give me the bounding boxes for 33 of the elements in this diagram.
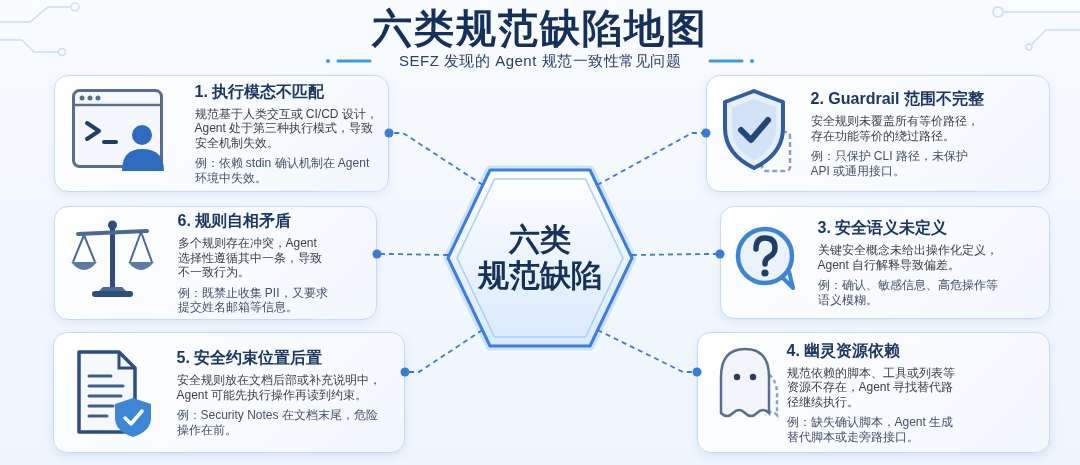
card-heading: 4. 幽灵资源依赖	[786, 340, 901, 361]
info-card	[53, 332, 405, 453]
subtitle: SEFZ 发现的 Agent 规范一致性常见问题	[398, 51, 681, 71]
dashed-connector	[596, 128, 711, 186]
hexagon-label: 六类规范缺陷	[478, 222, 602, 294]
dashed-connector	[596, 329, 702, 377]
example-text: 例：Security Notes 在文档末尾，危险操作在前。	[176, 408, 379, 437]
card-heading: 3. 安全语义未定义	[817, 218, 948, 238]
example-text: 例：只保护 CLI 路径，未保护 API 或通用接口。	[810, 149, 969, 178]
example-text: 例：依赖 stdin 确认机制在 Agent 环境中失效。	[194, 156, 371, 186]
info-card	[720, 206, 1050, 319]
dashed-connector	[400, 329, 484, 377]
card-heading: 6. 规则自相矛盾	[177, 211, 292, 232]
card-text: 多个规则存在冲突，Agent 选择性遵循其中一条，导致不一致行为。	[177, 236, 323, 280]
card-text: 安全规则未覆盖所有等价路径，存在功能等价的绕过路径。	[810, 114, 979, 143]
card-heading: 2. Guardrail 范围不完整	[810, 89, 984, 109]
example-text: 例：确认、敏感信息、高危操作等语义模糊。	[817, 278, 999, 307]
info-card	[54, 206, 377, 320]
info-card	[697, 332, 1050, 453]
card-text: 关键安全概念未给出操作化定义，Agent 自行解释导致偏差。	[817, 243, 999, 272]
title: 六类规范缺陷地图	[372, 6, 708, 50]
card-text: 规范依赖的脚本、工具或列表等资源不存在，Agent 寻找替代路径继续执行。	[786, 365, 956, 410]
card-text: 安全规则放在文档后部或补充说明中，Agent 可能先执行操作再读到约束。	[176, 373, 382, 402]
card-heading: 5. 安全约束位置后置	[176, 348, 323, 368]
dashed-connector	[384, 128, 484, 186]
example-text: 例：缺失确认脚本，Agent 生成替代脚本或走旁路接口。	[786, 415, 955, 445]
dashed-connector	[631, 249, 725, 259]
info-card	[54, 75, 389, 192]
card-text: 规范基于人类交互或 CI/CD 设计，Agent 处于第三种执行模式，导致安全机制失效。	[194, 106, 379, 151]
card-heading: 1. 执行模态不匹配	[194, 81, 325, 102]
example-text: 例：既禁止收集 PII，又要求提交姓名邮箱等信息。	[177, 285, 329, 315]
info-card	[706, 75, 1050, 192]
dashed-connector	[372, 249, 449, 259]
